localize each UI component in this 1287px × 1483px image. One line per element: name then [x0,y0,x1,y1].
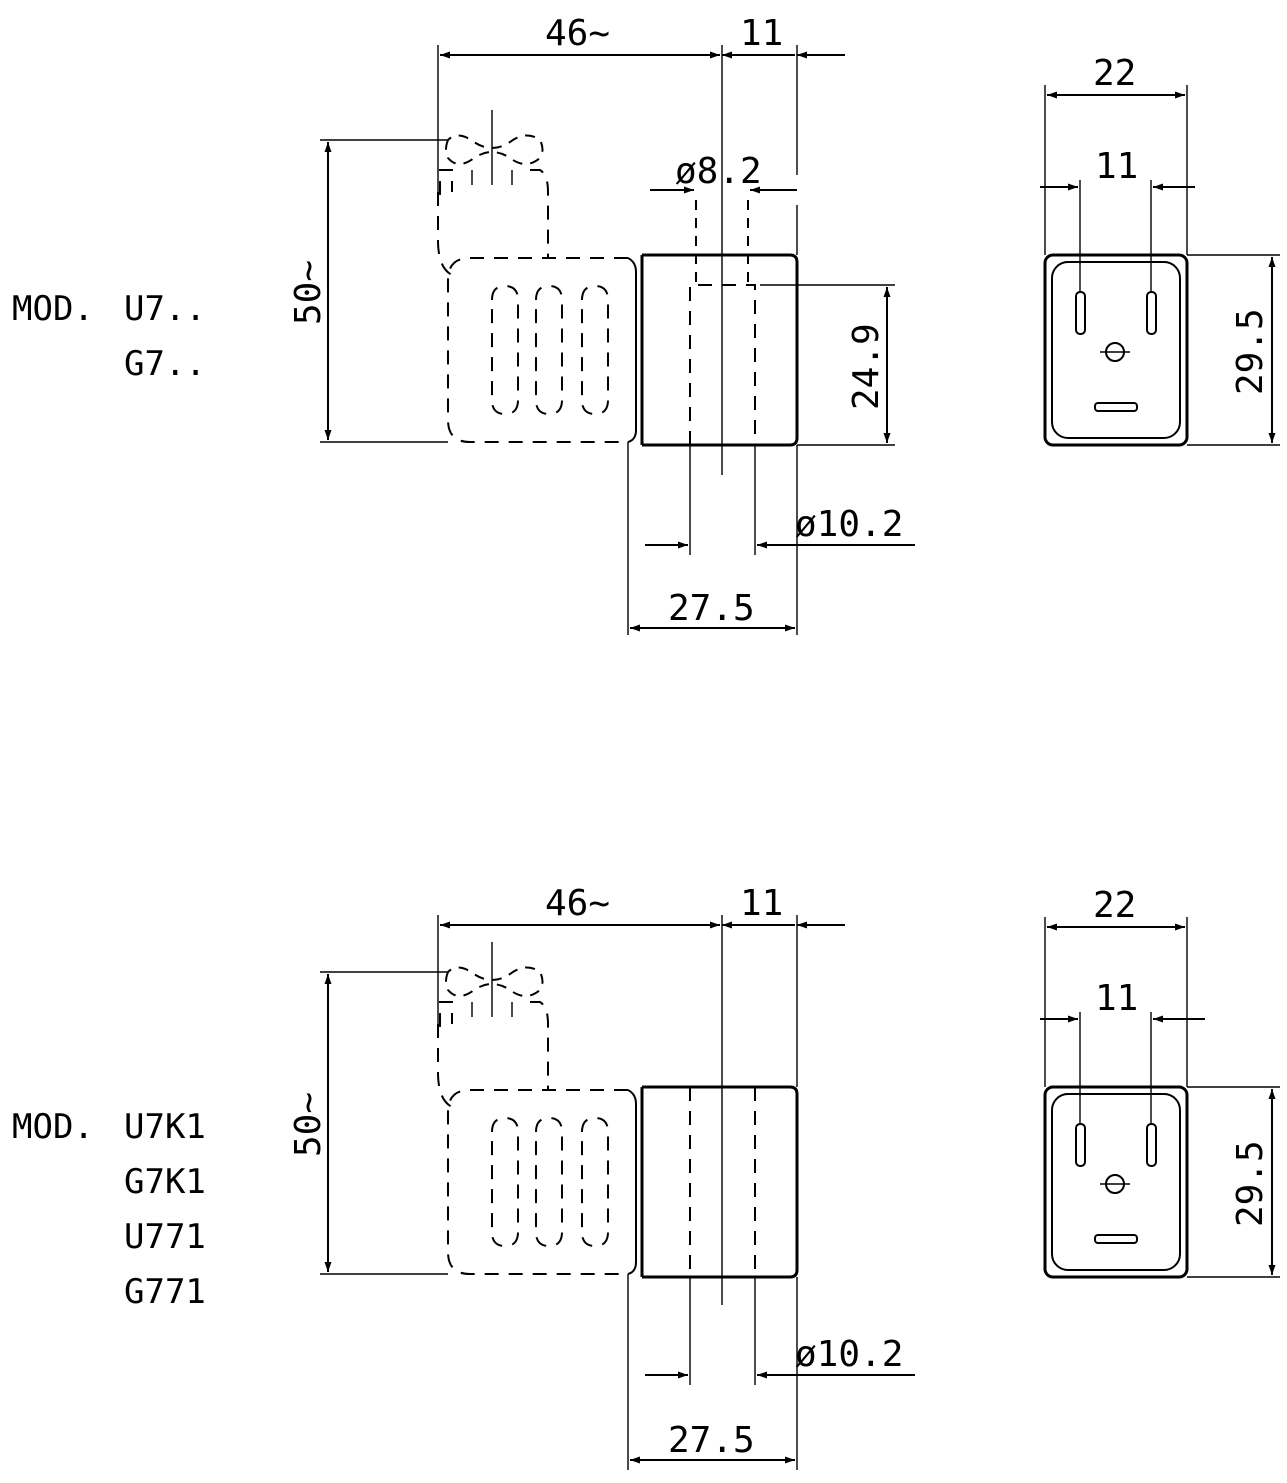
dim-front-height: 29.5 [1230,1140,1271,1227]
dimensions: 46~ 11 50~ ø8.2 24.9 ø10.2 27.5 [288,13,915,635]
dim-coil-width: 11 [740,13,783,54]
model-label: U7K1 [124,1107,206,1147]
dim-inner-bore: ø8.2 [675,151,762,192]
view-top: MOD. U7.. G7.. [12,13,1280,635]
model-label: U7.. [124,289,206,329]
dim-front-width: 22 [1093,53,1136,94]
front-view: 22 11 29.5 [1040,885,1280,1279]
model-prefix: MOD. [12,1107,94,1147]
dim-bore-depth: 24.9 [846,323,887,410]
dim-connector-height: 50~ [288,1092,329,1157]
dim-body-length: 27.5 [668,588,755,629]
coil-body [640,925,799,1305]
model-prefix: MOD. [12,289,94,329]
dim-body-length: 27.5 [668,1420,755,1461]
dimensions: 46~ 11 50~ ø10.2 27.5 [288,883,915,1470]
view-bottom: MOD. U7K1 G7K1 U771 G771 [12,883,1280,1470]
dim-overall-length: 46~ [545,13,610,54]
dim-outer-bore: ø10.2 [795,504,903,545]
dim-outer-bore: ø10.2 [795,1334,903,1375]
dim-pin-spacing: 11 [1095,146,1138,187]
dim-front-height: 29.5 [1230,308,1271,395]
model-label: U771 [124,1217,206,1257]
model-label: G771 [124,1272,206,1312]
connector-plug [437,942,637,1275]
dim-coil-width: 11 [740,883,783,924]
dim-overall-length: 46~ [545,883,610,924]
dim-connector-height: 50~ [288,260,329,325]
dim-front-width: 22 [1093,885,1136,926]
coil-body [640,195,799,475]
connector-plug [437,110,637,443]
dim-pin-spacing: 11 [1095,978,1138,1019]
model-label: G7K1 [124,1162,206,1202]
front-view: 22 11 29.5 [1040,53,1280,447]
model-label: G7.. [124,344,206,384]
